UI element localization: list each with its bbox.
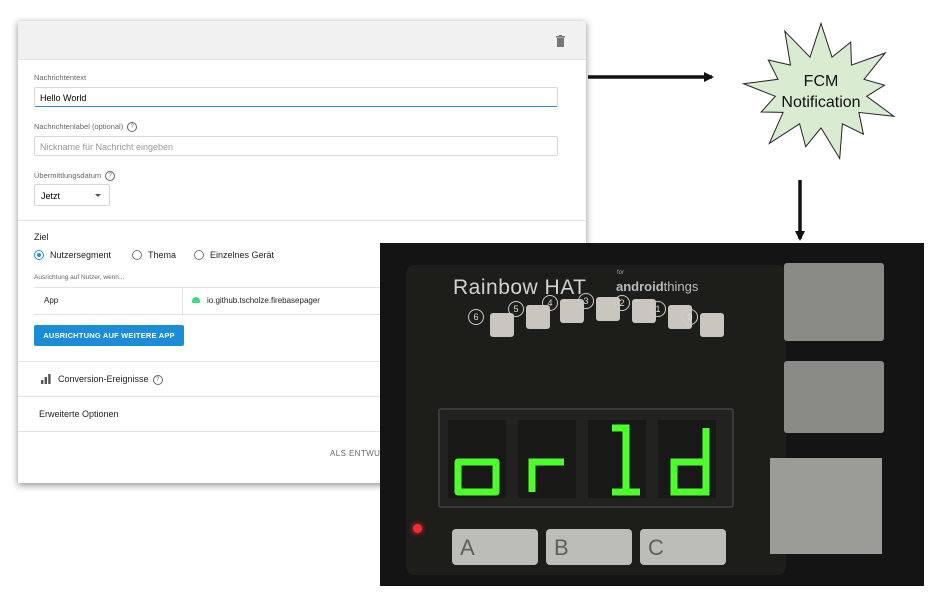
advanced-options-section[interactable]: Erweiterte Optionen — [39, 409, 119, 419]
add-app-button[interactable]: AUSRICHTUNG AUF WEITERE APP — [34, 325, 184, 346]
help-icon[interactable]: ? — [105, 171, 116, 182]
radio-empty-icon — [132, 250, 142, 260]
divider — [18, 361, 586, 362]
led-number-label: 0 — [682, 309, 698, 325]
message-text-field[interactable]: Hello World — [34, 87, 558, 107]
delivery-date-select[interactable]: Jetzt — [34, 184, 110, 206]
divider — [18, 220, 586, 221]
bar-chart-icon — [41, 374, 51, 384]
hat-title: Rainbow HAT — [453, 276, 587, 299]
divider — [182, 288, 183, 314]
fcm-notification-burst — [741, 21, 896, 161]
trash-icon[interactable] — [556, 35, 565, 47]
alphanumeric-display — [438, 408, 734, 508]
led-number-label: 1 — [650, 301, 666, 317]
fcm-line-1: FCM — [804, 73, 839, 90]
display-digit — [588, 420, 646, 498]
targeting-hint: Ausrichtung auf Nutzer, wenn... — [34, 274, 125, 281]
button-a: A — [452, 529, 538, 565]
radio-topic[interactable]: Thema — [132, 250, 176, 260]
led-number-label: 2 — [614, 295, 630, 311]
delivery-date-value: Jetzt — [41, 191, 61, 201]
button-b: B — [546, 529, 632, 565]
delivery-date-label: Übermittlungsdatum? — [34, 171, 116, 182]
target-app-row[interactable]: App io.github.tscholze.firebasepager — [34, 287, 586, 315]
target-app-label: App — [44, 296, 59, 305]
divider — [18, 431, 586, 432]
message-label-field[interactable]: Nickname für Nachricht eingeben — [34, 136, 558, 156]
rgb-led — [700, 313, 724, 337]
radio-user-segment[interactable]: Nutzersegment — [34, 250, 111, 260]
help-icon[interactable]: ? — [127, 122, 138, 133]
message-label-label: Nachrichtenlabel (optional)? — [34, 122, 138, 133]
save-draft-button[interactable]: ALS ENTWUR — [330, 449, 387, 458]
red-status-led — [413, 524, 422, 533]
display-glyphs — [454, 424, 710, 496]
usb-port — [784, 361, 884, 433]
form-header — [18, 21, 586, 60]
led-number-label: 3 — [578, 293, 594, 309]
led-number-label: 6 — [468, 309, 484, 325]
message-text-label: Nachrichtentext — [34, 73, 87, 82]
message-text-value: Hello World — [40, 93, 87, 103]
usb-port — [784, 263, 884, 341]
rgb-led — [490, 313, 514, 337]
help-icon[interactable]: ? — [152, 374, 163, 385]
radio-empty-icon — [194, 250, 204, 260]
target-section-title: Ziel — [34, 232, 49, 242]
radio-single-device[interactable]: Einzelnes Gerät — [194, 250, 274, 260]
hat-for: for — [617, 270, 625, 276]
divider — [18, 396, 586, 397]
android-things-logo: androidthings — [616, 279, 699, 294]
android-icon — [192, 297, 200, 303]
message-label-placeholder: Nickname für Nachricht eingeben — [40, 142, 174, 152]
ethernet-port — [770, 458, 882, 554]
chevron-down-icon — [95, 194, 101, 197]
target-app-package: io.github.tscholze.firebasepager — [207, 296, 320, 305]
radio-selected-icon — [34, 250, 44, 260]
led-number-label: 4 — [542, 295, 558, 311]
button-c: C — [640, 529, 726, 565]
led-number-label: 5 — [508, 301, 524, 317]
conversion-events-section[interactable]: Conversion-Ereignisse? — [58, 374, 163, 385]
fcm-line-2: Notification — [781, 94, 860, 111]
